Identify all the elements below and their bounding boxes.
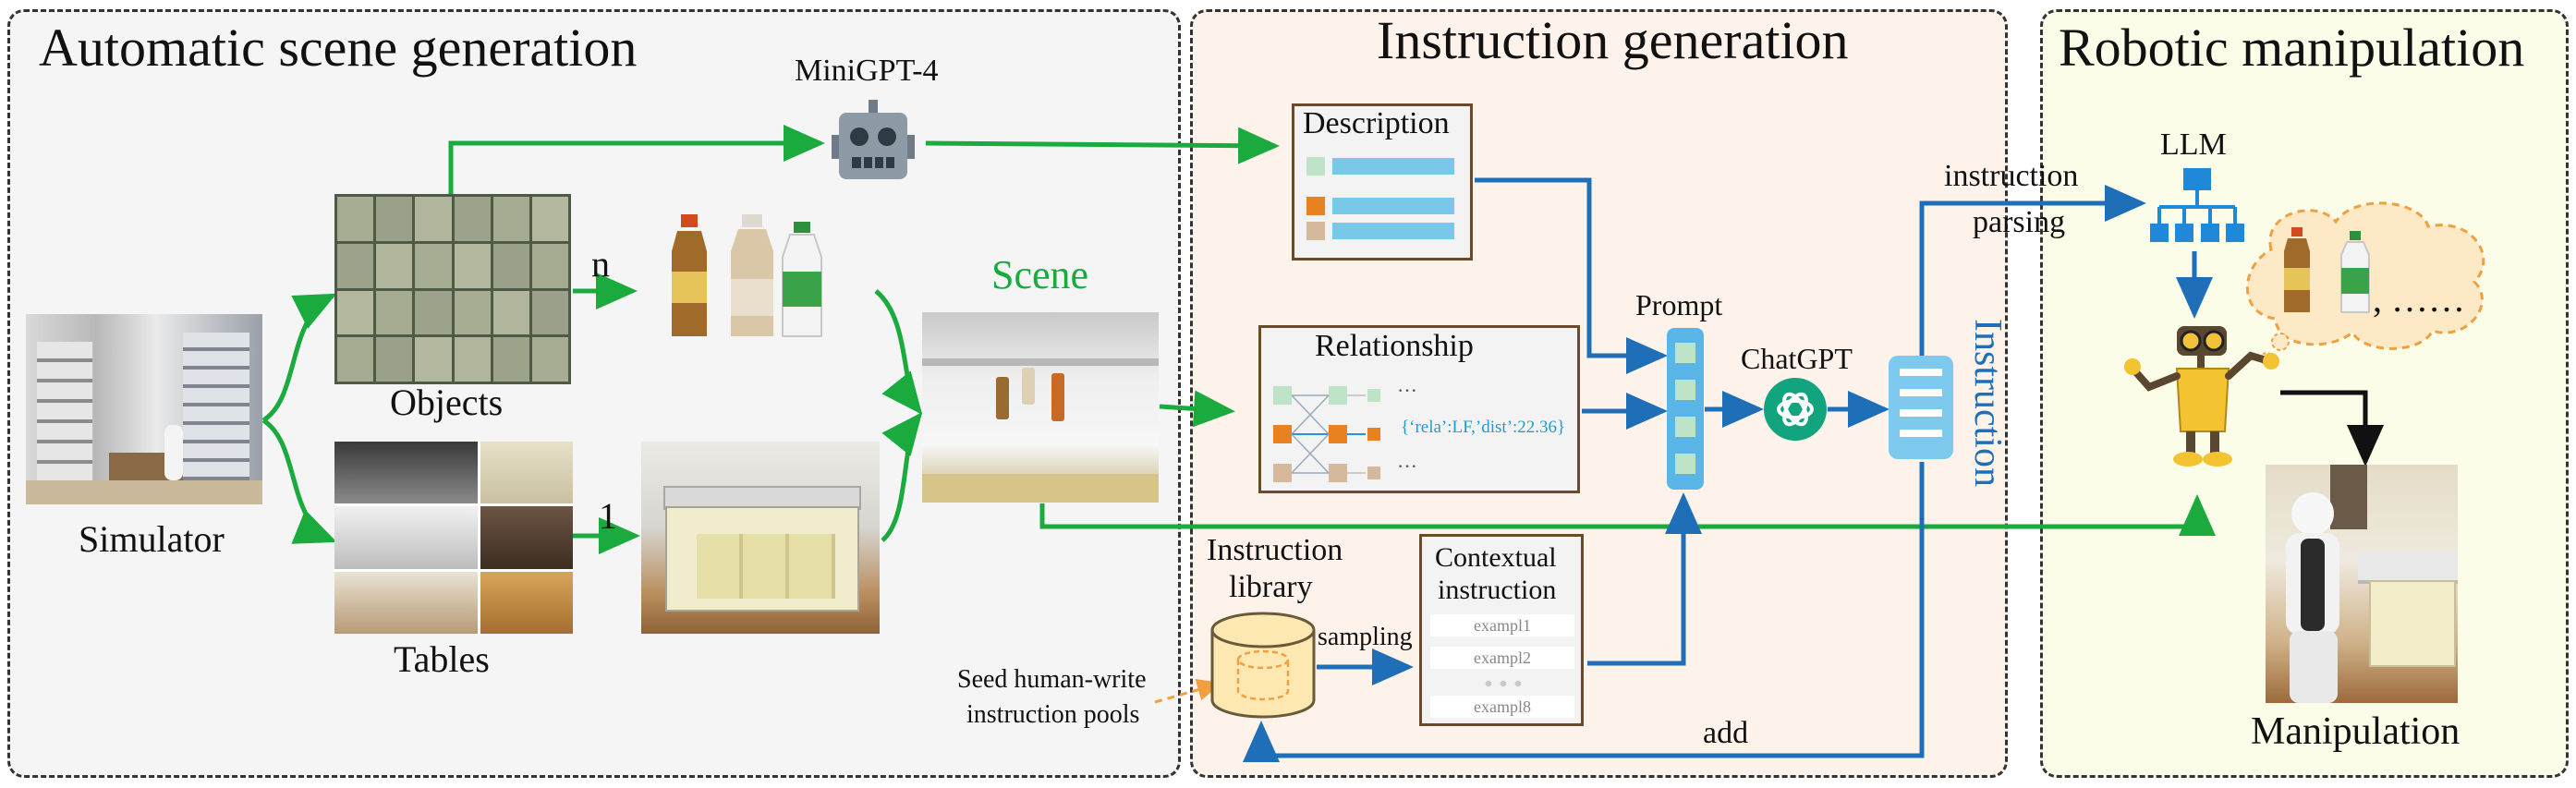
simulator-to-objects-arrow: [261, 293, 337, 423]
scene-to-robot-arrow: [1039, 494, 2216, 536]
example-ellipsis-dots: [1481, 680, 1524, 687]
description-to-prompt-arrow: [1475, 177, 1668, 374]
simulator-to-tables-arrow: [261, 418, 337, 544]
contextual-to-prompt-arrow: [1587, 492, 1702, 666]
instruction-parsing-label-1: instruction: [1944, 159, 2079, 193]
instruction-add-to-library-arrow: [1243, 462, 1925, 762]
relationship-box: [1258, 325, 1580, 493]
chatgpt-logo-icon: [1764, 378, 1827, 441]
table-cabinet-image: [641, 442, 880, 634]
contextual-title-1: Contextual: [1435, 542, 1557, 573]
objects-label: Objects: [390, 382, 504, 423]
example-1: exampl1: [1430, 614, 1574, 636]
example-8: exampl8: [1430, 696, 1574, 718]
instruction-parsing-label-2: parsing: [1973, 205, 2066, 239]
relationship-dots-2: ···: [1397, 455, 1417, 478]
seed-pool-label-2: instruction pools: [966, 700, 1140, 729]
minigpt-to-description-arrow: [925, 127, 1280, 164]
chatgpt-label: ChatGPT: [1741, 342, 1853, 375]
seed-pool-pointer: [1154, 679, 1222, 704]
instruction-library-label-2: library: [1229, 570, 1313, 604]
instruction-vertical-label: Instruction: [1966, 319, 2009, 487]
objects-image: [334, 194, 571, 384]
cabinet-to-scene-arrow: [881, 412, 923, 542]
instruction-generation-title: Instruction generation: [1377, 10, 1849, 70]
minigpt-label: MiniGPT-4: [795, 54, 939, 88]
one-table-count: 1: [599, 495, 617, 537]
instruction-to-llm-arrow: [1919, 185, 2146, 356]
bottles-to-scene-arrow: [874, 289, 923, 415]
thought-cloud: [2245, 201, 2485, 365]
description-tan-token: [1306, 222, 1325, 240]
objects-to-minigpt-arrow: [448, 125, 825, 194]
relationship-dots-1: ···: [1397, 379, 1417, 402]
prompt-label: Prompt: [1635, 288, 1723, 321]
tables-label: Tables: [394, 638, 490, 680]
llm-label: LLM: [2160, 127, 2227, 162]
description-title: Description: [1303, 106, 1450, 140]
robot-head-icon: [832, 100, 915, 179]
description-bar-3: [1332, 223, 1454, 239]
tables-image: [334, 442, 573, 634]
robot-to-manipulation-arrow: [2280, 390, 2384, 467]
description-orange-token: [1306, 197, 1325, 215]
relationship-graph: [1273, 386, 1380, 482]
scene-image: [922, 312, 1159, 503]
description-green-token: [1306, 157, 1325, 176]
prompt-token-stack: [1667, 328, 1704, 490]
simulator-image: [26, 314, 262, 504]
hierarchy-network-icon: [2150, 168, 2244, 242]
manipulation-label: Manipulation: [2251, 710, 2461, 753]
relationship-title: Relationship: [1315, 329, 1474, 363]
add-label: add: [1703, 716, 1749, 750]
description-bar-2: [1332, 198, 1454, 214]
sampling-label: sampling: [1318, 623, 1413, 651]
relationship-code: {‘rela’:LF,’dist’:22.36}: [1401, 418, 1566, 437]
manipulation-image: [2266, 465, 2458, 703]
database-icon: [1210, 612, 1316, 719]
selected-bottles-image: [672, 214, 822, 337]
seed-pool-label-1: Seed human-write: [957, 665, 1147, 694]
robotic-manipulation-title: Robotic manipulation: [2059, 18, 2525, 78]
contextual-title-2: instruction: [1438, 575, 1557, 605]
cartoon-robot-icon: [2124, 326, 2279, 467]
instruction-doc-icon: [1889, 356, 1953, 459]
instruction-library-label-1: Instruction: [1207, 533, 1343, 567]
example-2: exampl2: [1430, 647, 1574, 669]
thought-ellipsis: , ……: [2373, 278, 2465, 320]
description-bar-1: [1332, 158, 1454, 175]
n-objects-count: n: [591, 243, 610, 285]
scene-generation-title: Automatic scene generation: [39, 18, 638, 78]
simulator-label: Simulator: [79, 518, 225, 560]
scene-label: Scene: [991, 252, 1089, 297]
scene-to-relationship-arrow: [1159, 390, 1235, 428]
